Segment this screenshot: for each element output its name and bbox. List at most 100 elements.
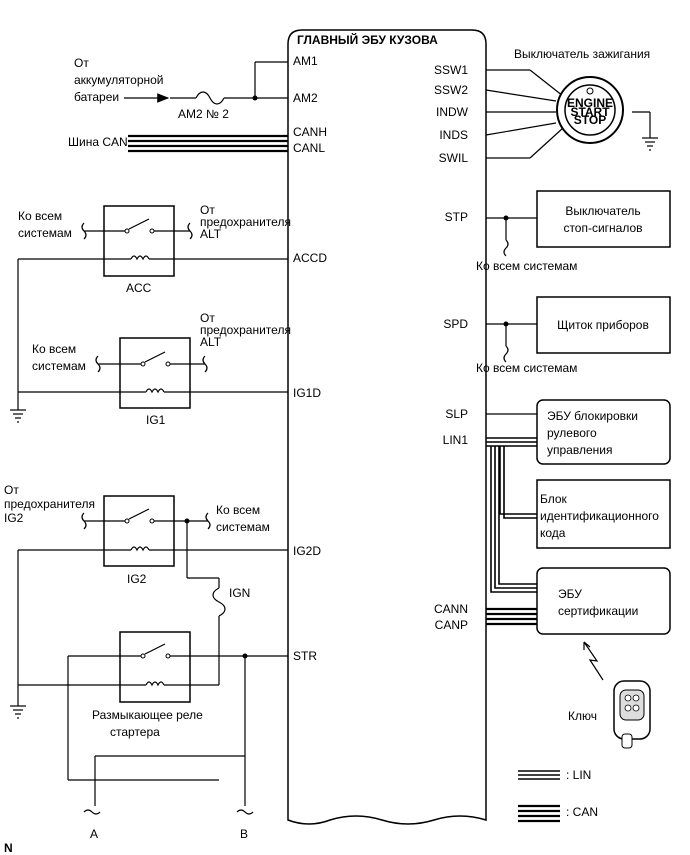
pin-accd: ACCD [293,251,327,265]
pin-am1: AM1 [293,54,318,68]
pin-slp: SLP [445,407,468,421]
ecu-title: ГЛАВНЫЙ ЭБУ КУЗОВА [297,32,438,47]
ig1-relay-wiring [18,351,288,394]
junction-dot [252,95,258,101]
pin-spd: SPD [443,317,468,331]
steer-lock-label-1: ЭБУ блокировки [547,409,638,423]
junction-dot [184,518,190,524]
to-all-systems-2: Ко всем системам [476,361,577,375]
connector-b-label: B [240,827,248,841]
to-all-label-1b: системам [18,226,72,240]
id-box-label-1: Блок [540,492,568,506]
legend-lin-label: : LIN [566,768,591,782]
to-all-label-3b: системам [216,520,270,534]
junction-dot [242,653,248,659]
from-alt-label-1c: ALT [200,227,222,241]
to-all-label-2b: системам [32,359,86,373]
corner-mark: N [4,841,13,855]
from-alt-label-1a: От [200,203,215,217]
acc-relay-wiring [17,218,288,410]
meter-wiring [486,323,537,363]
legend-lin-symbol [518,770,560,780]
pin-canl: CANL [293,141,325,155]
pin-stp: STP [445,210,468,224]
from-alt-label-2b: предохранителя [200,323,291,337]
fuse-ign-label: IGN [229,586,250,600]
to-all-label-1a: Ко всем [18,209,62,223]
certification-ecu-box [536,567,671,635]
stop-light-switch-box [536,190,671,248]
cert-label-2: сертификации [558,604,638,618]
contact-dot [149,228,155,234]
push-start-button-icon [556,76,624,144]
starter-cut-relay-box [119,631,191,703]
from-ig2-label-b: предохранителя [4,497,95,511]
stop-switch-wiring [486,217,537,257]
starter-cut-label-2: стартера [110,725,160,739]
pin-swil: SWIL [439,151,469,165]
pin-ig2d: IG2D [293,544,321,558]
from-alt-label-2c: ALT [200,335,222,349]
relay-ig1-label: IG1 [146,413,166,427]
from-ig2-label-c: IG2 [4,511,24,525]
ground-icon [10,705,26,719]
pin-ssw2: SSW2 [434,83,468,97]
can-bus-wires [128,134,288,153]
button-text-engine: ENGINE [567,96,613,110]
steer-lock-label-3: управления [547,443,612,457]
starter-cut-label-1: Размыкающее реле [92,708,203,722]
pin-cann: CANN [434,602,468,616]
contact-dot [149,518,155,524]
ig2-relay-box [103,495,175,567]
button-text-start: START [570,105,610,119]
contact-dot [165,653,171,659]
key-fob-icon [613,680,651,749]
pin-ig1d: IG1D [293,386,321,400]
pin-am2: AM2 [293,91,318,105]
relay-ig2-label: IG2 [127,572,147,586]
junction-dot [503,215,509,221]
junction-dot [503,321,509,327]
from-alt-label-1b: предохранителя [200,215,291,229]
from-ig2-label-a: От [4,483,19,497]
legend-can-label: : CAN [566,805,598,819]
battery-label-1: От [74,56,89,70]
from-alt-label-2a: От [200,311,215,325]
stop-switch-label-1: Выключатель [565,204,640,218]
ignition-switch-wiring [485,69,651,159]
ig2-relay-wiring [17,508,288,706]
can-wires-right [486,607,537,626]
ground-icon [642,137,658,151]
relay-acc-label: ACC [126,281,152,295]
battery-label-3: батареи [74,90,119,104]
ground-icon [10,409,26,423]
id-box-label-3: кода [540,526,566,540]
contact-dot [165,361,171,367]
pin-lin1: LIN1 [443,433,469,447]
pin-indw: INDW [436,105,469,119]
pin-canh: CANH [293,125,327,139]
acc-relay-box [103,205,175,277]
main-body-ecu-box [287,29,487,825]
battery-label-2: аккумуляторной [74,73,164,87]
to-all-systems-1: Ко всем системам [476,259,577,273]
can-bus-label: Шина CAN [68,135,128,149]
contact-dot [124,518,130,524]
contact-dot [140,653,146,659]
steer-lock-label-2: рулевого [547,426,597,440]
stop-switch-label-2: стоп-сигналов [563,221,642,235]
to-all-label-2a: Ко всем [32,342,76,356]
connector-a-label: A [90,827,98,841]
pin-ssw1: SSW1 [434,63,468,77]
legend-can-symbol [518,804,560,823]
pin-inds: INDS [439,128,468,142]
wireless-signal-icon [583,641,604,681]
meter-label: Щиток приборов [557,318,649,332]
key-label: Ключ [568,709,597,723]
id-box-label-2: идентификационного [540,509,659,523]
fuse-am2-label: AM2 № 2 [178,107,229,121]
id-code-box [536,479,671,549]
lin-bus-wires [486,437,537,593]
starter-relay-wiring [18,643,288,815]
